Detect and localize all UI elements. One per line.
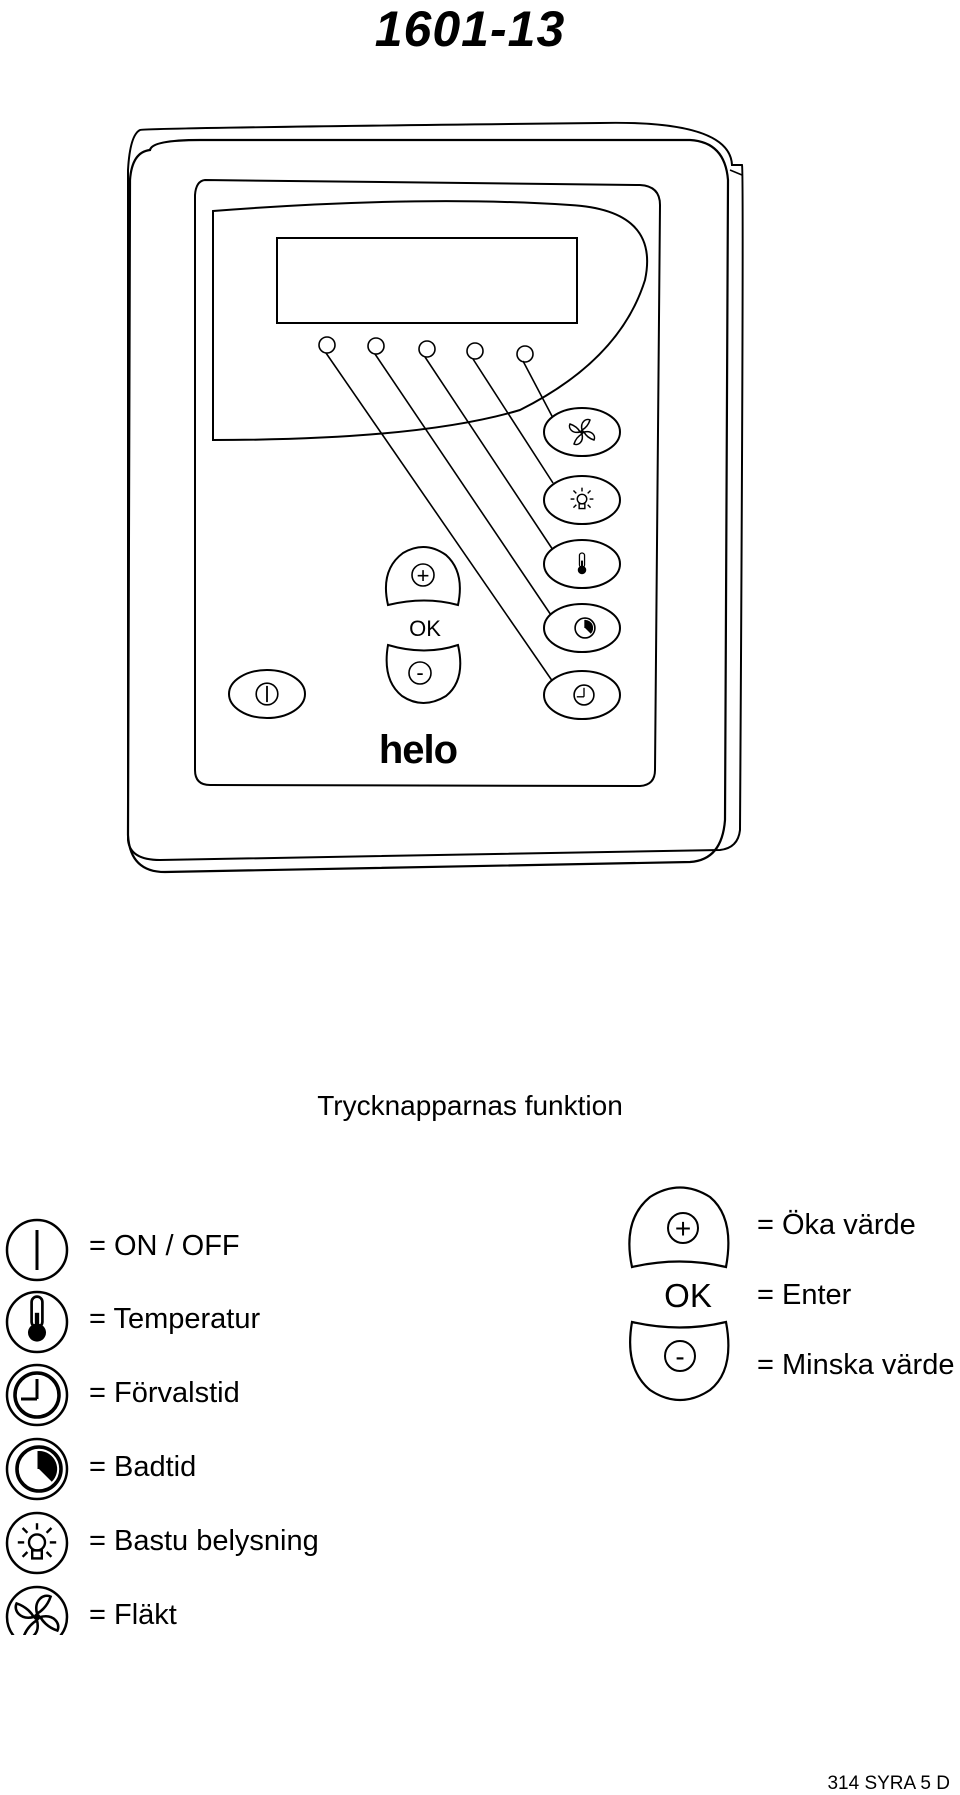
power-button[interactable]: [228, 669, 306, 719]
preset-time-button[interactable]: [543, 670, 621, 720]
ok-button-cluster[interactable]: + OK -: [384, 546, 462, 704]
device-minus-label: -: [416, 660, 423, 685]
legend-minus-icon: [664, 1340, 696, 1372]
led-indicators: [318, 336, 534, 363]
legend-label-temperature: = Temperatur: [89, 1303, 261, 1335]
device-ok-label: OK: [409, 616, 441, 641]
led-2: [367, 337, 385, 355]
control-panel-drawing: + OK - helo: [126, 121, 744, 874]
housing-front: [126, 138, 730, 874]
legend-label-decrease: = Minska värde: [757, 1349, 955, 1381]
lcd-display: [276, 237, 578, 324]
led-1: [318, 336, 336, 354]
leader-lines: [325, 352, 554, 683]
legend-minus-label: -: [675, 1341, 684, 1372]
led-5: [516, 345, 534, 363]
legend-plus-icon: [667, 1212, 699, 1244]
legend-power-icon: [5, 1218, 69, 1282]
housing-back: [127, 121, 744, 862]
led-4: [466, 342, 484, 360]
bath-time-button[interactable]: [543, 603, 621, 653]
legend-label-power: = ON / OFF: [89, 1230, 240, 1262]
legend-light-icon: [5, 1511, 69, 1575]
legend-plus-label: +: [675, 1213, 691, 1244]
legend-label-light: = Bastu belysning: [89, 1525, 319, 1557]
device-plus-label: +: [417, 563, 430, 588]
display-panel: [212, 200, 649, 442]
light-button[interactable]: [543, 475, 621, 525]
fan-button[interactable]: [543, 407, 621, 457]
legend-label-bath-time: = Badtid: [89, 1451, 197, 1483]
brand-logo: helo: [379, 728, 457, 772]
legend-fan-icon: [5, 1585, 69, 1635]
legend-label-preset-time: = Förvalstid: [89, 1377, 240, 1409]
document-title: 1601-13: [374, 1, 566, 57]
legend-heading: Trycknapparnas funktion: [317, 1090, 623, 1121]
legend-thermometer-icon: [5, 1290, 69, 1354]
faceplate: [194, 178, 662, 788]
legend-bath-time-icon: [5, 1437, 69, 1501]
legend-ok-label: OK: [664, 1277, 712, 1314]
legend-preset-time-icon: [5, 1363, 69, 1427]
legend-icons: + OK -: [5, 1186, 730, 1635]
legend-label-enter: = Enter: [757, 1279, 852, 1311]
temperature-button[interactable]: [543, 539, 621, 589]
legend-label-fan: = Fläkt: [89, 1599, 177, 1631]
led-3: [418, 340, 436, 358]
legend-label-increase: = Öka värde: [757, 1209, 916, 1241]
document-code: 314 SYRA 5 D: [827, 1773, 950, 1794]
legend-ok-cluster: + OK -: [628, 1186, 730, 1401]
